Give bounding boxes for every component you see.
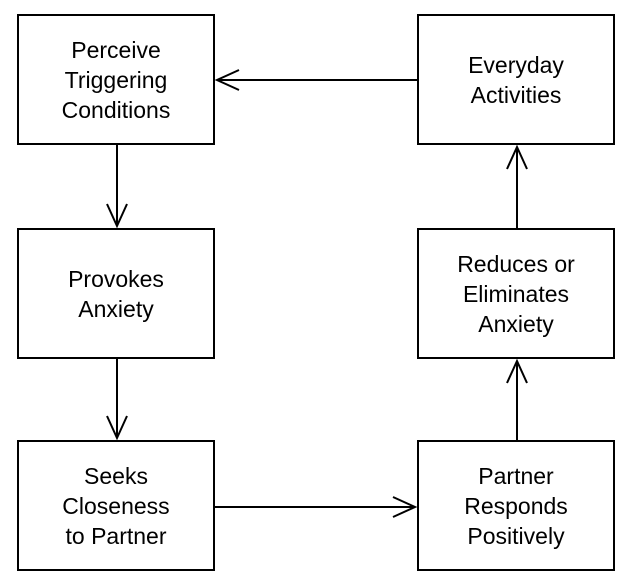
arrowhead-down-icon	[106, 415, 128, 441]
node-label-line: Perceive	[71, 36, 161, 63]
node-provokes-anxiety: Provokes Anxiety	[17, 228, 215, 359]
edge-provokes-to-seeks	[106, 359, 128, 441]
edge-seeks-to-partner	[215, 496, 418, 518]
node-label-line: Seeks	[84, 462, 148, 489]
node-label-line: Closeness	[62, 492, 170, 519]
arrowhead-up-icon	[506, 358, 528, 384]
node-label-line: Everyday	[468, 51, 564, 78]
node-label-line: Partner	[478, 462, 554, 489]
arrowhead-down-icon	[106, 203, 128, 229]
node-label-line: Reduces or	[457, 250, 575, 277]
edge-partner-to-reduces	[506, 358, 528, 440]
node-label-line: Conditions	[61, 96, 171, 123]
node-label-line: Responds	[464, 492, 568, 519]
node-label-line: Provokes	[68, 265, 164, 292]
node-label-line: Triggering	[64, 66, 168, 93]
node-seeks-closeness-to-partner: Seeks Closeness to Partner	[17, 440, 215, 571]
node-label-line: to Partner	[65, 522, 167, 549]
edge-reduces-to-everyday	[506, 144, 528, 228]
node-partner-responds-positively: Partner Responds Positively	[417, 440, 615, 571]
node-everyday-activities: Everyday Activities	[417, 14, 615, 145]
arrowhead-left-icon	[214, 69, 240, 91]
arrowhead-up-icon	[506, 144, 528, 170]
edge-perceive-to-provokes	[106, 145, 128, 229]
node-perceive-triggering-conditions: Perceive Triggering Conditions	[17, 14, 215, 145]
node-label-line: Activities	[470, 81, 562, 108]
node-reduces-or-eliminates-anxiety: Reduces or Eliminates Anxiety	[417, 228, 615, 359]
node-label-line: Eliminates	[462, 280, 570, 307]
arrowhead-right-icon	[392, 496, 418, 518]
node-label-line: Anxiety	[478, 310, 554, 337]
node-label-line: Positively	[467, 522, 565, 549]
node-label-line: Anxiety	[78, 295, 154, 322]
edge-everyday-to-perceive	[214, 69, 417, 91]
